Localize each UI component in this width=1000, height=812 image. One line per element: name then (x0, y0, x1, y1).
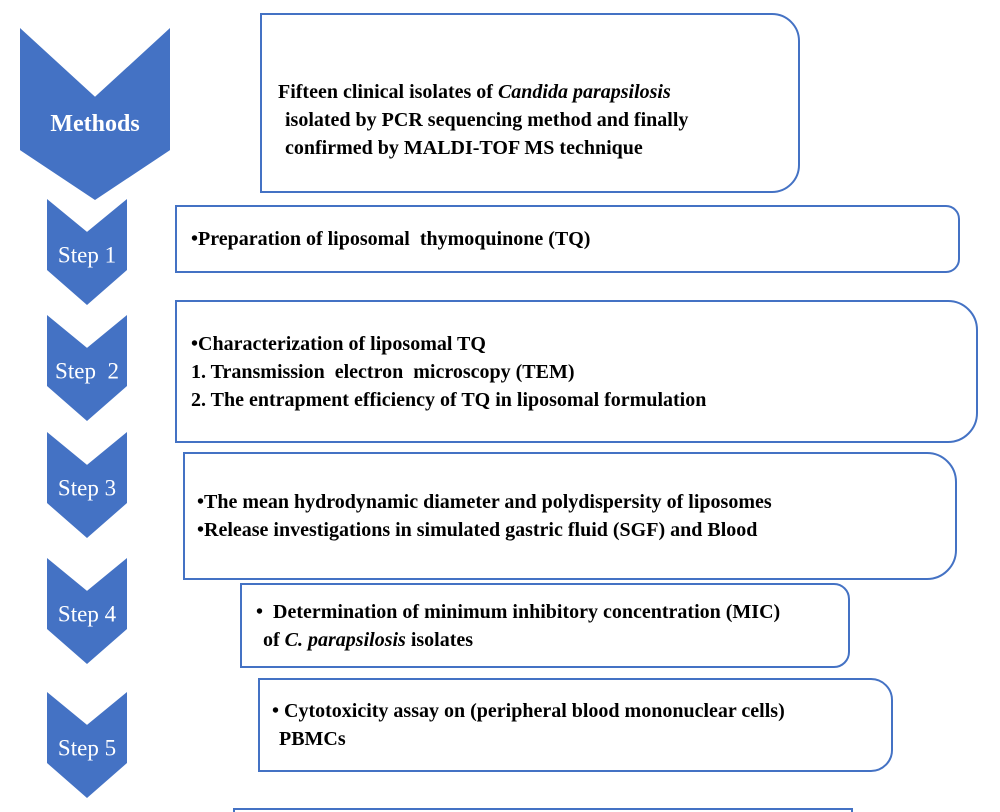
step-2-box-line-1: •Characterization of liposomal TQ (191, 332, 486, 355)
step-4-label: Step 4 (57, 601, 117, 627)
step-3-box-line-1: •The mean hydrodynamic diameter and poly… (197, 491, 772, 513)
step-4-box-line-2-pre: of (263, 628, 285, 651)
step-5-label: Step 5 (57, 735, 117, 761)
methods-box-line-3: confirmed by MALDI-TOF MS technique (285, 137, 643, 159)
step-3-box-line-2: •Release investigations in simulated gas… (197, 519, 758, 541)
step-1-box-line-1: •Preparation of liposomal thymoquinone (… (191, 228, 591, 250)
step-3-chevron: Step 3 (47, 432, 127, 538)
step-2-box-line-2: 1. Transmission electron microscopy (TEM… (191, 360, 575, 383)
step-5-box: • Cytotoxicity assay on (peripheral bloo… (258, 678, 893, 772)
step-5-chevron: Step 5 (47, 692, 127, 798)
step-4-chevron: Step 4 (47, 558, 127, 664)
methods-box-line-2: isolated by PCR sequencing method and fi… (285, 109, 689, 131)
step-2-label: Step 2 (55, 358, 119, 384)
step-5-box-line-2: PBMCs (279, 728, 346, 750)
step-4-box-line-1: • Determination of minimum inhibitory co… (256, 600, 781, 623)
step-4-box-line-2-post: isolates (405, 628, 474, 651)
step-1-label: Step 1 (57, 242, 117, 268)
methods-chevron: Methods (20, 28, 170, 200)
step-1-box: •Preparation of liposomal thymoquinone (… (175, 205, 960, 273)
step-1-chevron: Step 1 (47, 199, 127, 305)
cutoff-next-box-top-border (233, 808, 853, 812)
step-4-box: • Determination of minimum inhibitory co… (240, 583, 850, 668)
step-5-box-line-1: • Cytotoxicity assay on (peripheral bloo… (272, 700, 785, 722)
step-3-label: Step 3 (57, 475, 117, 501)
step-3-box: •The mean hydrodynamic diameter and poly… (183, 452, 957, 580)
methods-box-line-1: Fifteen clinical isolates of Candida par… (278, 78, 788, 106)
step-2-box: •Characterization of liposomal TQ 1. Tra… (175, 300, 978, 443)
step-2-box-line-3: 2. The entrapment efficiency of TQ in li… (191, 388, 707, 411)
methods-label: Methods (50, 111, 140, 138)
methods-box-line-1-text: Fifteen clinical isolates of (278, 81, 498, 103)
methods-box: Fifteen clinical isolates of Candida par… (260, 13, 800, 193)
methods-box-line-1-species: Candida parapsilosis (497, 81, 671, 103)
step-4-box-line-2: of C. parapsilosis isolates (263, 626, 848, 654)
step-2-chevron: Step 2 (47, 315, 127, 421)
step-4-box-line-2-species: C. parapsilosis (284, 628, 406, 651)
